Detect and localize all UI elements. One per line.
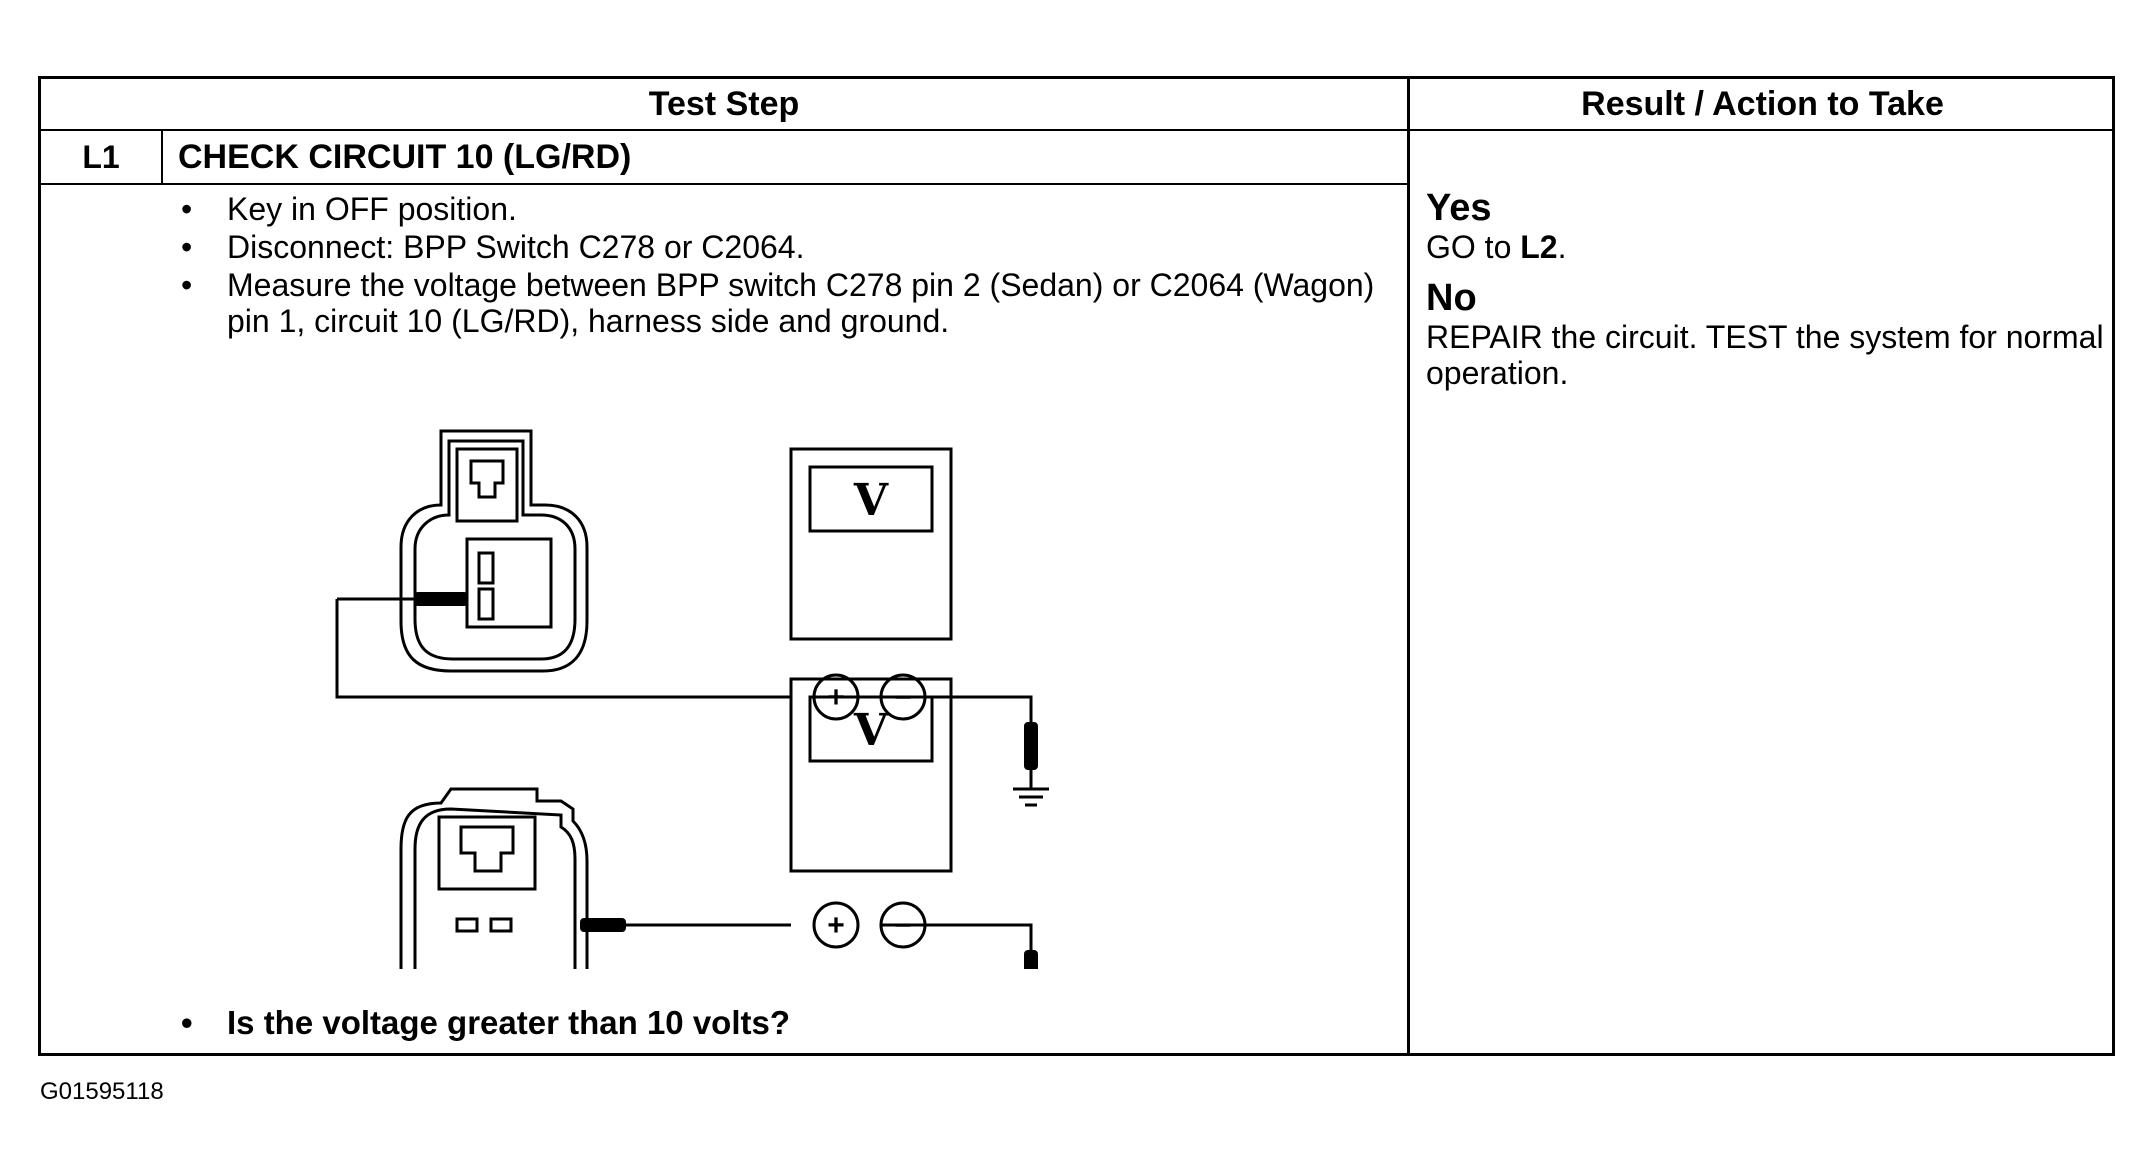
results-panel: Yes GO to L2. No REPAIR the circuit. TES… <box>1426 187 2106 403</box>
instruction-item: • Key in OFF position. <box>171 191 1391 227</box>
test-probe-icon <box>1024 950 1038 969</box>
minus-terminal-label: − <box>894 681 912 714</box>
yes-label: Yes <box>1426 187 1492 229</box>
minus-terminal-label: − <box>894 909 912 942</box>
bullet-icon: • <box>181 267 193 303</box>
question-text: Is the voltage greater than 10 volts? <box>227 1004 790 1041</box>
ground-icon <box>1013 769 1049 807</box>
yes-action-target: L2 <box>1520 229 1558 265</box>
header-divider <box>41 129 2115 131</box>
instruction-list: • Key in OFF position. • Disconnect: BPP… <box>171 191 1391 341</box>
voltage-test-diagram: V+−V+− <box>335 429 1049 969</box>
instruction-item: • Measure the voltage between BPP switch… <box>171 267 1391 339</box>
no-action: REPAIR the circuit. TEST the system for … <box>1426 319 2104 391</box>
bullet-icon: • <box>181 229 193 265</box>
voltmeter-icon <box>789 677 953 949</box>
plus-terminal-label: + <box>827 681 845 714</box>
yes-action-prefix: GO to <box>1426 229 1521 265</box>
title-divider <box>41 183 1407 185</box>
test-question: • Is the voltage greater than 10 volts? <box>171 1003 790 1043</box>
plus-terminal-label: + <box>827 909 845 942</box>
test-step-header: Test Step <box>648 85 800 123</box>
step-title: CHECK CIRCUIT 10 (LG/RD) <box>178 138 632 176</box>
step-id-divider <box>161 131 163 183</box>
instruction-text: Disconnect: BPP Switch C278 or C2064. <box>227 229 805 265</box>
step-id: L1 <box>82 139 120 175</box>
instruction-text: Key in OFF position. <box>227 191 517 227</box>
test-probe-icon <box>580 918 626 932</box>
test-probe-icon <box>414 592 468 606</box>
meter-volt-symbol: V <box>853 475 889 526</box>
test-probe-icon <box>1024 722 1038 770</box>
instruction-text: Measure the voltage between BPP switch C… <box>227 267 1375 339</box>
instruction-item: • Disconnect: BPP Switch C278 or C2064. <box>171 229 1391 265</box>
sedan-connector-icon <box>399 429 589 673</box>
lower-ground-wire <box>881 923 1033 951</box>
upper-lead-wire <box>335 599 791 699</box>
meter-volt-symbol: V <box>853 705 889 756</box>
bullet-icon: • <box>181 1004 193 1041</box>
result-action-header: Result / Action to Take <box>1581 85 1944 123</box>
column-divider <box>1407 79 1410 1053</box>
yes-action-suffix: . <box>1557 229 1567 265</box>
wagon-connector-icon <box>399 787 589 969</box>
yes-action: GO to L2. <box>1426 229 2106 265</box>
no-label: No <box>1426 277 1477 319</box>
test-step-table: Test Step Result / Action to Take L1 CHE… <box>38 76 2115 1056</box>
bullet-icon: • <box>181 191 193 227</box>
figure-code: G01595118 <box>40 1078 164 1105</box>
